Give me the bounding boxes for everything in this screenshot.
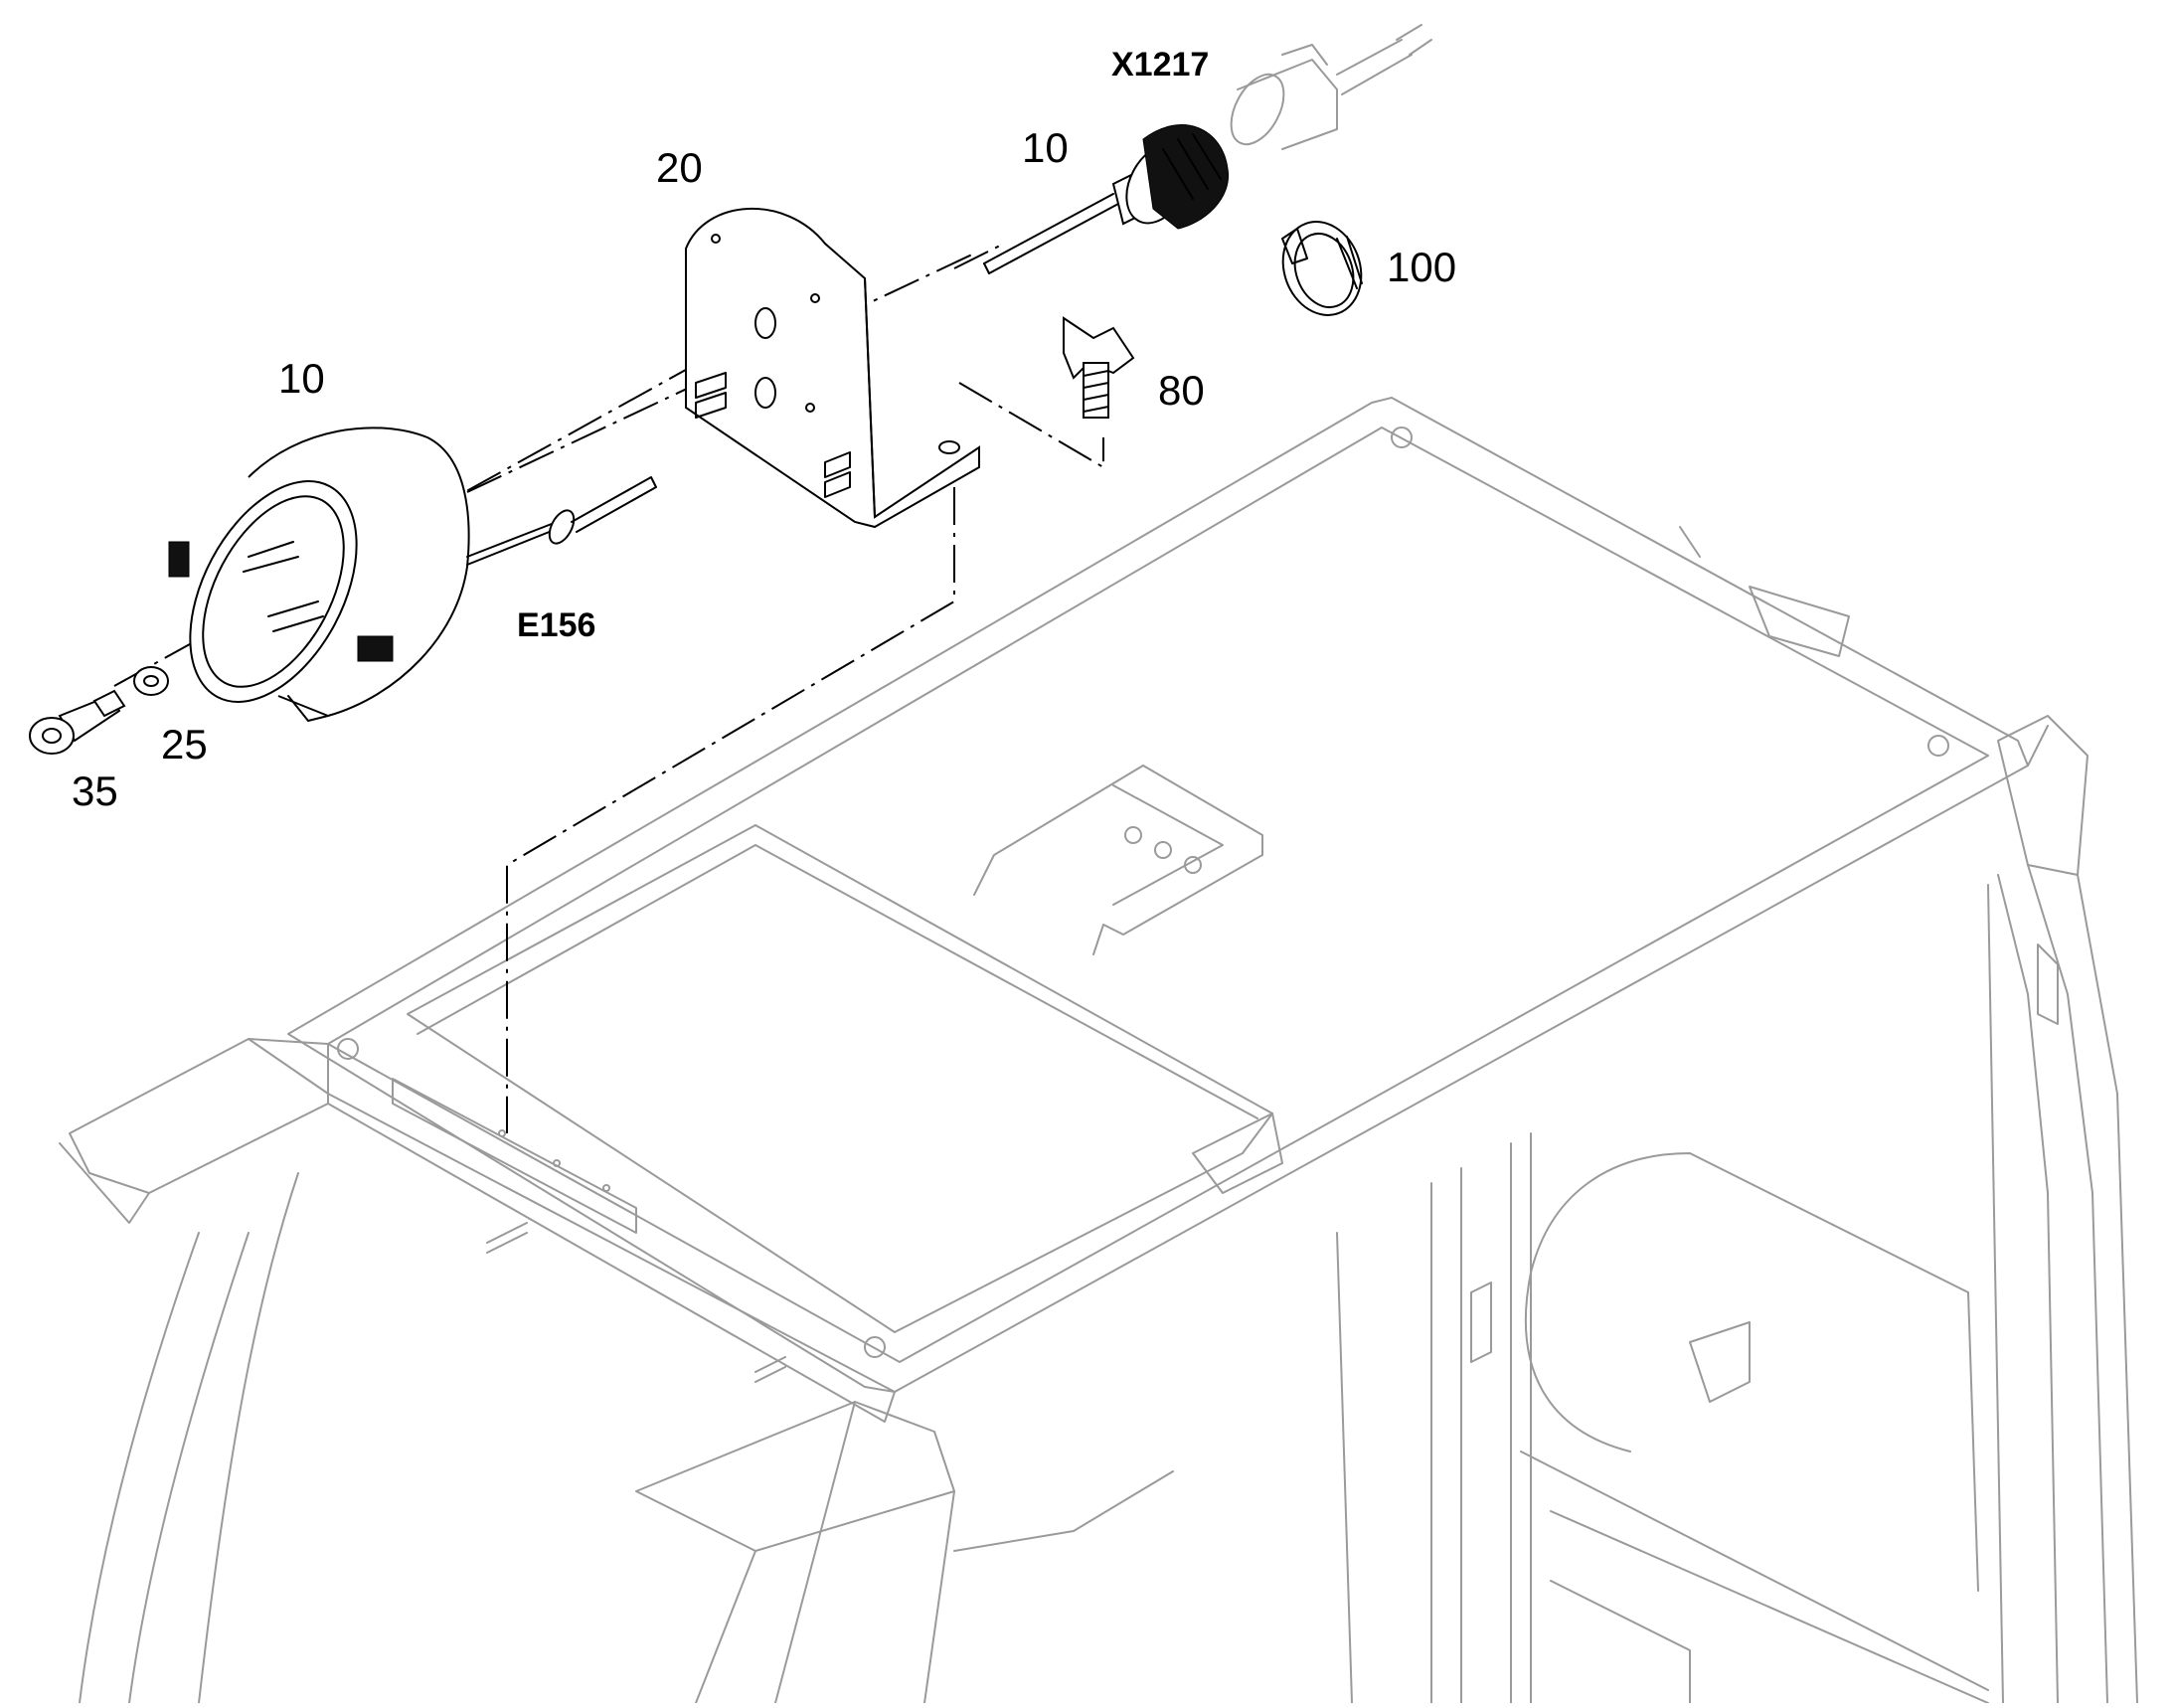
label-x1217: X1217 (1111, 46, 1210, 84)
label-part-20: 20 (656, 144, 703, 191)
bracket-20 (685, 207, 980, 529)
cab-frame (59, 397, 2138, 1704)
label-part-10-connector: 10 (1022, 124, 1069, 171)
work-light-e156 (168, 427, 657, 722)
label-part-100: 100 (1387, 244, 1457, 290)
wing-screw-80 (1063, 316, 1135, 419)
label-part-35: 35 (72, 768, 118, 814)
label-part-80: 80 (1158, 367, 1205, 414)
label-e156: E156 (517, 606, 596, 644)
counterpart-plug (1230, 24, 1432, 150)
connector-x1217 (983, 124, 1229, 274)
washer-25 (133, 666, 169, 696)
label-part-10-light: 10 (278, 355, 325, 402)
label-part-25: 25 (161, 721, 208, 768)
hose-clamp-100 (1281, 221, 1363, 316)
cap-screw-35 (29, 689, 126, 755)
